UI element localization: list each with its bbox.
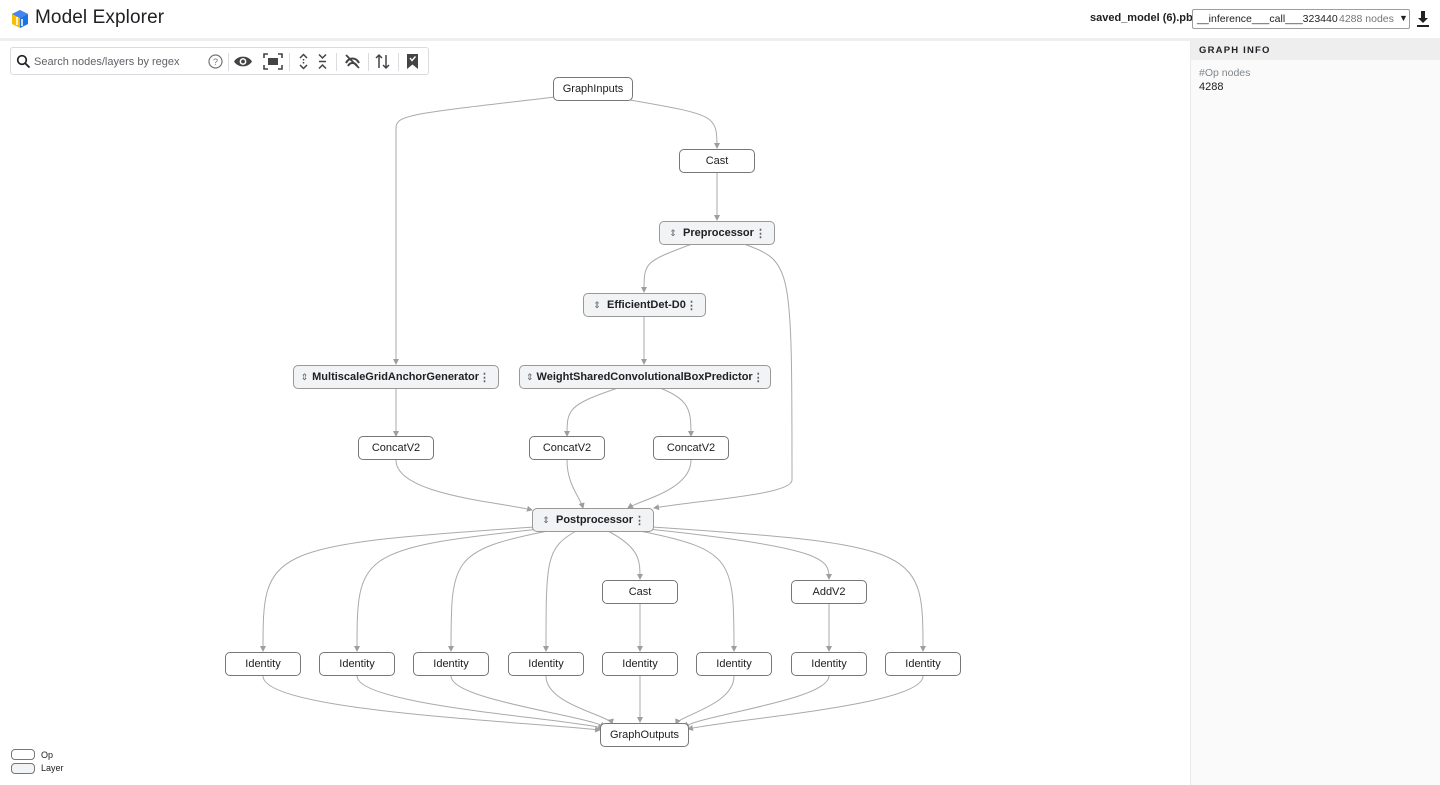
node-label: ConcatV2	[371, 442, 421, 454]
node-label: Cast	[628, 586, 652, 598]
node-label: AddV2	[812, 586, 846, 598]
graph-info-panel: GRAPH INFO #Op nodes 4288	[1190, 41, 1440, 785]
node-label: GraphInputs	[562, 83, 624, 95]
graph-node-identity[interactable]: Identity	[225, 652, 301, 676]
selected-graph-name: __inference___call___323440	[1197, 13, 1338, 25]
node-label: Identity	[245, 658, 281, 670]
layer-label: Preprocessor	[683, 227, 754, 239]
more-vert-icon[interactable]: ⋮	[752, 371, 764, 384]
toolbar-divider	[398, 53, 399, 71]
flip-layout-icon[interactable]	[374, 53, 391, 70]
search-input[interactable]	[34, 53, 206, 70]
expand-icon[interactable]: ⇕	[593, 299, 601, 310]
graph-node-concatv2[interactable]: ConcatV2	[358, 436, 434, 460]
graph-layer-multiscale-anchor[interactable]: ⇕ MultiscaleGridAnchorGenerator ⋮	[293, 365, 499, 389]
collapse-all-icon[interactable]	[314, 53, 331, 70]
graph-node-identity[interactable]: Identity	[319, 652, 395, 676]
panel-header: GRAPH INFO	[1191, 41, 1440, 60]
graph-node-identity[interactable]: Identity	[791, 652, 867, 676]
model-explorer-logo-icon	[12, 10, 28, 28]
hide-edges-icon[interactable]	[344, 53, 361, 70]
expand-all-icon[interactable]	[295, 53, 312, 70]
more-vert-icon[interactable]: ⋮	[755, 227, 766, 240]
help-icon[interactable]: ?	[207, 53, 224, 70]
expand-icon[interactable]: ⇕	[300, 371, 309, 382]
graph-toolbar: ?	[10, 47, 429, 75]
graph-node-identity[interactable]: Identity	[885, 652, 961, 676]
toolbar-divider	[336, 53, 337, 71]
node-label: Cast	[705, 155, 729, 167]
graph-node-addv2[interactable]: AddV2	[791, 580, 867, 604]
svg-text:?: ?	[213, 57, 218, 67]
graph-node-concatv2[interactable]: ConcatV2	[653, 436, 729, 460]
graph-node-graphoutputs[interactable]: GraphOutputs	[600, 723, 689, 747]
layer-label: WeightSharedConvolutionalBoxPredictor	[536, 371, 753, 383]
node-label: Identity	[716, 658, 752, 670]
model-file-name: saved_model (6).pb	[1090, 12, 1193, 24]
more-vert-icon[interactable]: ⋮	[686, 299, 697, 312]
toolbar-divider	[228, 53, 229, 71]
node-label: Identity	[905, 658, 941, 670]
op-nodes-value: 4288	[1199, 81, 1224, 93]
node-label: Identity	[622, 658, 658, 670]
app-header: Model Explorer saved_model (6).pb __infe…	[0, 0, 1440, 38]
node-label: Identity	[528, 658, 564, 670]
graph-node-identity[interactable]: Identity	[602, 652, 678, 676]
download-icon[interactable]	[1416, 10, 1430, 28]
legend-op-label: Op	[41, 750, 54, 760]
search-icon	[16, 54, 31, 69]
node-label: Identity	[433, 658, 469, 670]
node-label: ConcatV2	[542, 442, 592, 454]
node-label: Identity	[811, 658, 847, 670]
header-divider	[0, 38, 1440, 41]
graph-layer-preprocessor[interactable]: ⇕ Preprocessor ⋮	[659, 221, 775, 245]
graph-node-graphinputs[interactable]: GraphInputs	[553, 77, 633, 101]
more-vert-icon[interactable]: ⋮	[634, 514, 645, 527]
expand-icon[interactable]: ⇕	[526, 371, 534, 382]
legend-layer-label: Layer	[41, 763, 64, 773]
graph-node-count: 4288 nodes	[1339, 13, 1394, 25]
node-label: ConcatV2	[666, 442, 716, 454]
legend-layer-swatch	[11, 763, 35, 774]
graph-edges	[260, 96, 926, 733]
dropdown-arrow-icon: ▼	[1399, 13, 1408, 23]
graph-layer-efficientdet[interactable]: ⇕ EfficientDet-D0 ⋮	[583, 293, 706, 317]
more-vert-icon[interactable]: ⋮	[479, 371, 490, 384]
fit-to-screen-icon[interactable]	[263, 53, 283, 70]
op-nodes-key: #Op nodes	[1199, 67, 1251, 79]
app-title: Model Explorer	[35, 7, 165, 28]
layer-label: Postprocessor	[556, 514, 634, 526]
graph-canvas[interactable]: GraphInputs Cast ⇕ Preprocessor ⋮ ⇕ Effi…	[0, 41, 1190, 785]
bookmark-icon[interactable]	[404, 53, 421, 70]
graph-node-identity[interactable]: Identity	[413, 652, 489, 676]
graph-layer-postprocessor[interactable]: ⇕ Postprocessor ⋮	[532, 508, 654, 532]
graph-selector[interactable]: __inference___call___323440 4288 nodes ▼	[1192, 9, 1410, 29]
graph-node-cast-output[interactable]: Cast	[602, 580, 678, 604]
expand-icon[interactable]: ⇕	[542, 514, 550, 525]
panel-title: GRAPH INFO	[1199, 45, 1271, 56]
visibility-icon[interactable]	[233, 53, 253, 70]
node-label: GraphOutputs	[609, 729, 680, 741]
legend-op-swatch	[11, 749, 35, 760]
graph-node-identity[interactable]: Identity	[508, 652, 584, 676]
node-label: Identity	[339, 658, 375, 670]
graph-node-cast-input[interactable]: Cast	[679, 149, 755, 173]
graph-node-concatv2[interactable]: ConcatV2	[529, 436, 605, 460]
expand-icon[interactable]: ⇕	[669, 227, 677, 238]
toolbar-divider	[368, 53, 369, 71]
layer-label: EfficientDet-D0	[607, 299, 686, 311]
toolbar-divider	[289, 53, 290, 71]
graph-node-identity[interactable]: Identity	[696, 652, 772, 676]
layer-label: MultiscaleGridAnchorGenerator	[312, 371, 479, 383]
graph-layer-box-predictor[interactable]: ⇕ WeightSharedConvolutionalBoxPredictor …	[519, 365, 771, 389]
